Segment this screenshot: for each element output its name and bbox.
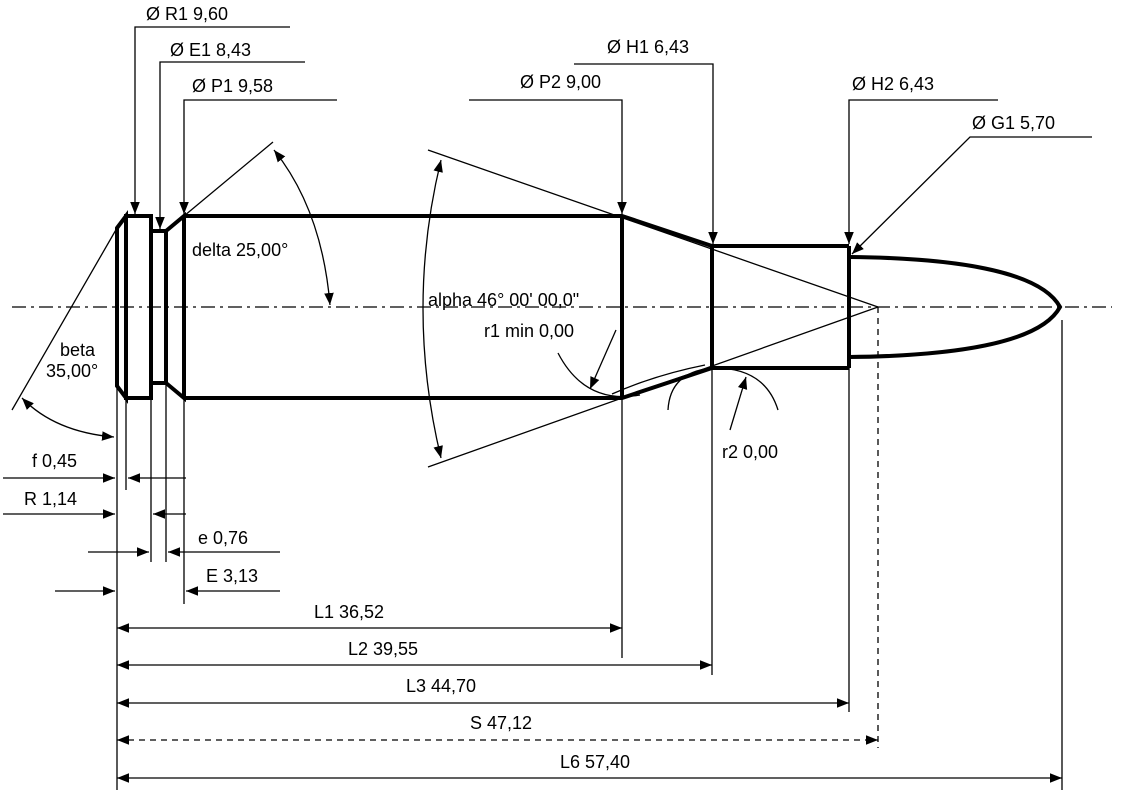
- label-L1: L1 36,52: [314, 602, 384, 622]
- label-alpha: alpha 46° 00' 00,0": [428, 290, 579, 310]
- label-delta: delta 25,00°: [192, 240, 288, 260]
- beta-line: [11, 227, 118, 411]
- label-R: R 1,14: [24, 489, 77, 509]
- label-H1: Ø H1 6,43: [607, 37, 689, 57]
- label-L3: L3 44,70: [406, 676, 476, 696]
- delta-arc: [273, 149, 334, 306]
- body-bottom: [184, 366, 849, 400]
- label-e: e 0,76: [198, 528, 248, 548]
- label-G1: Ø G1 5,70: [972, 113, 1055, 133]
- body-top: [184, 214, 849, 248]
- r2-arc: [667, 367, 713, 411]
- label-L2: L2 39,55: [348, 639, 418, 659]
- beta-arc: [21, 397, 115, 441]
- label-H2: Ø H2 6,43: [852, 74, 934, 94]
- cartridge-outline: [115, 210, 1063, 404]
- leader-P2: [469, 99, 627, 214]
- leader-R1: [130, 26, 290, 214]
- leader-G1: [851, 136, 1092, 255]
- r2-leader: [729, 376, 748, 431]
- label-f: f 0,45: [32, 451, 77, 471]
- leader-P1: [179, 99, 337, 214]
- label-r2: r2 0,00: [722, 442, 778, 462]
- label-E1: Ø E1 8,43: [170, 40, 251, 60]
- label-E: E 3,13: [206, 566, 258, 586]
- delta-line: [183, 141, 274, 217]
- alpha-cone-top: [427, 149, 879, 308]
- label-beta-value: 35,00°: [46, 361, 98, 381]
- label-P1: Ø P1 9,58: [192, 76, 273, 96]
- leader-E1: [155, 61, 305, 229]
- label-beta: beta: [60, 340, 96, 360]
- r2-arc-right: [714, 367, 779, 411]
- extension-lines: [116, 307, 1063, 790]
- leader-H2: [844, 99, 998, 244]
- label-P2: Ø P2 9,00: [520, 72, 601, 92]
- r1-arc: [557, 352, 641, 398]
- label-L6: L6 57,40: [560, 752, 630, 772]
- r1-leader: [589, 329, 617, 390]
- r1-blend-arc: [611, 364, 706, 395]
- label-r1: r1 min 0,00: [484, 321, 574, 341]
- alpha-arc: [422, 159, 443, 459]
- diameter-leaders: [130, 26, 1092, 255]
- label-S: S 47,12: [470, 713, 532, 733]
- alpha-cone-bottom: [427, 306, 879, 468]
- leader-H1: [574, 63, 718, 244]
- small-dimension-lines: [3, 473, 280, 596]
- bullet: [848, 255, 1063, 359]
- length-dimension-lines: [117, 623, 1062, 783]
- label-R1: Ø R1 9,60: [146, 4, 228, 24]
